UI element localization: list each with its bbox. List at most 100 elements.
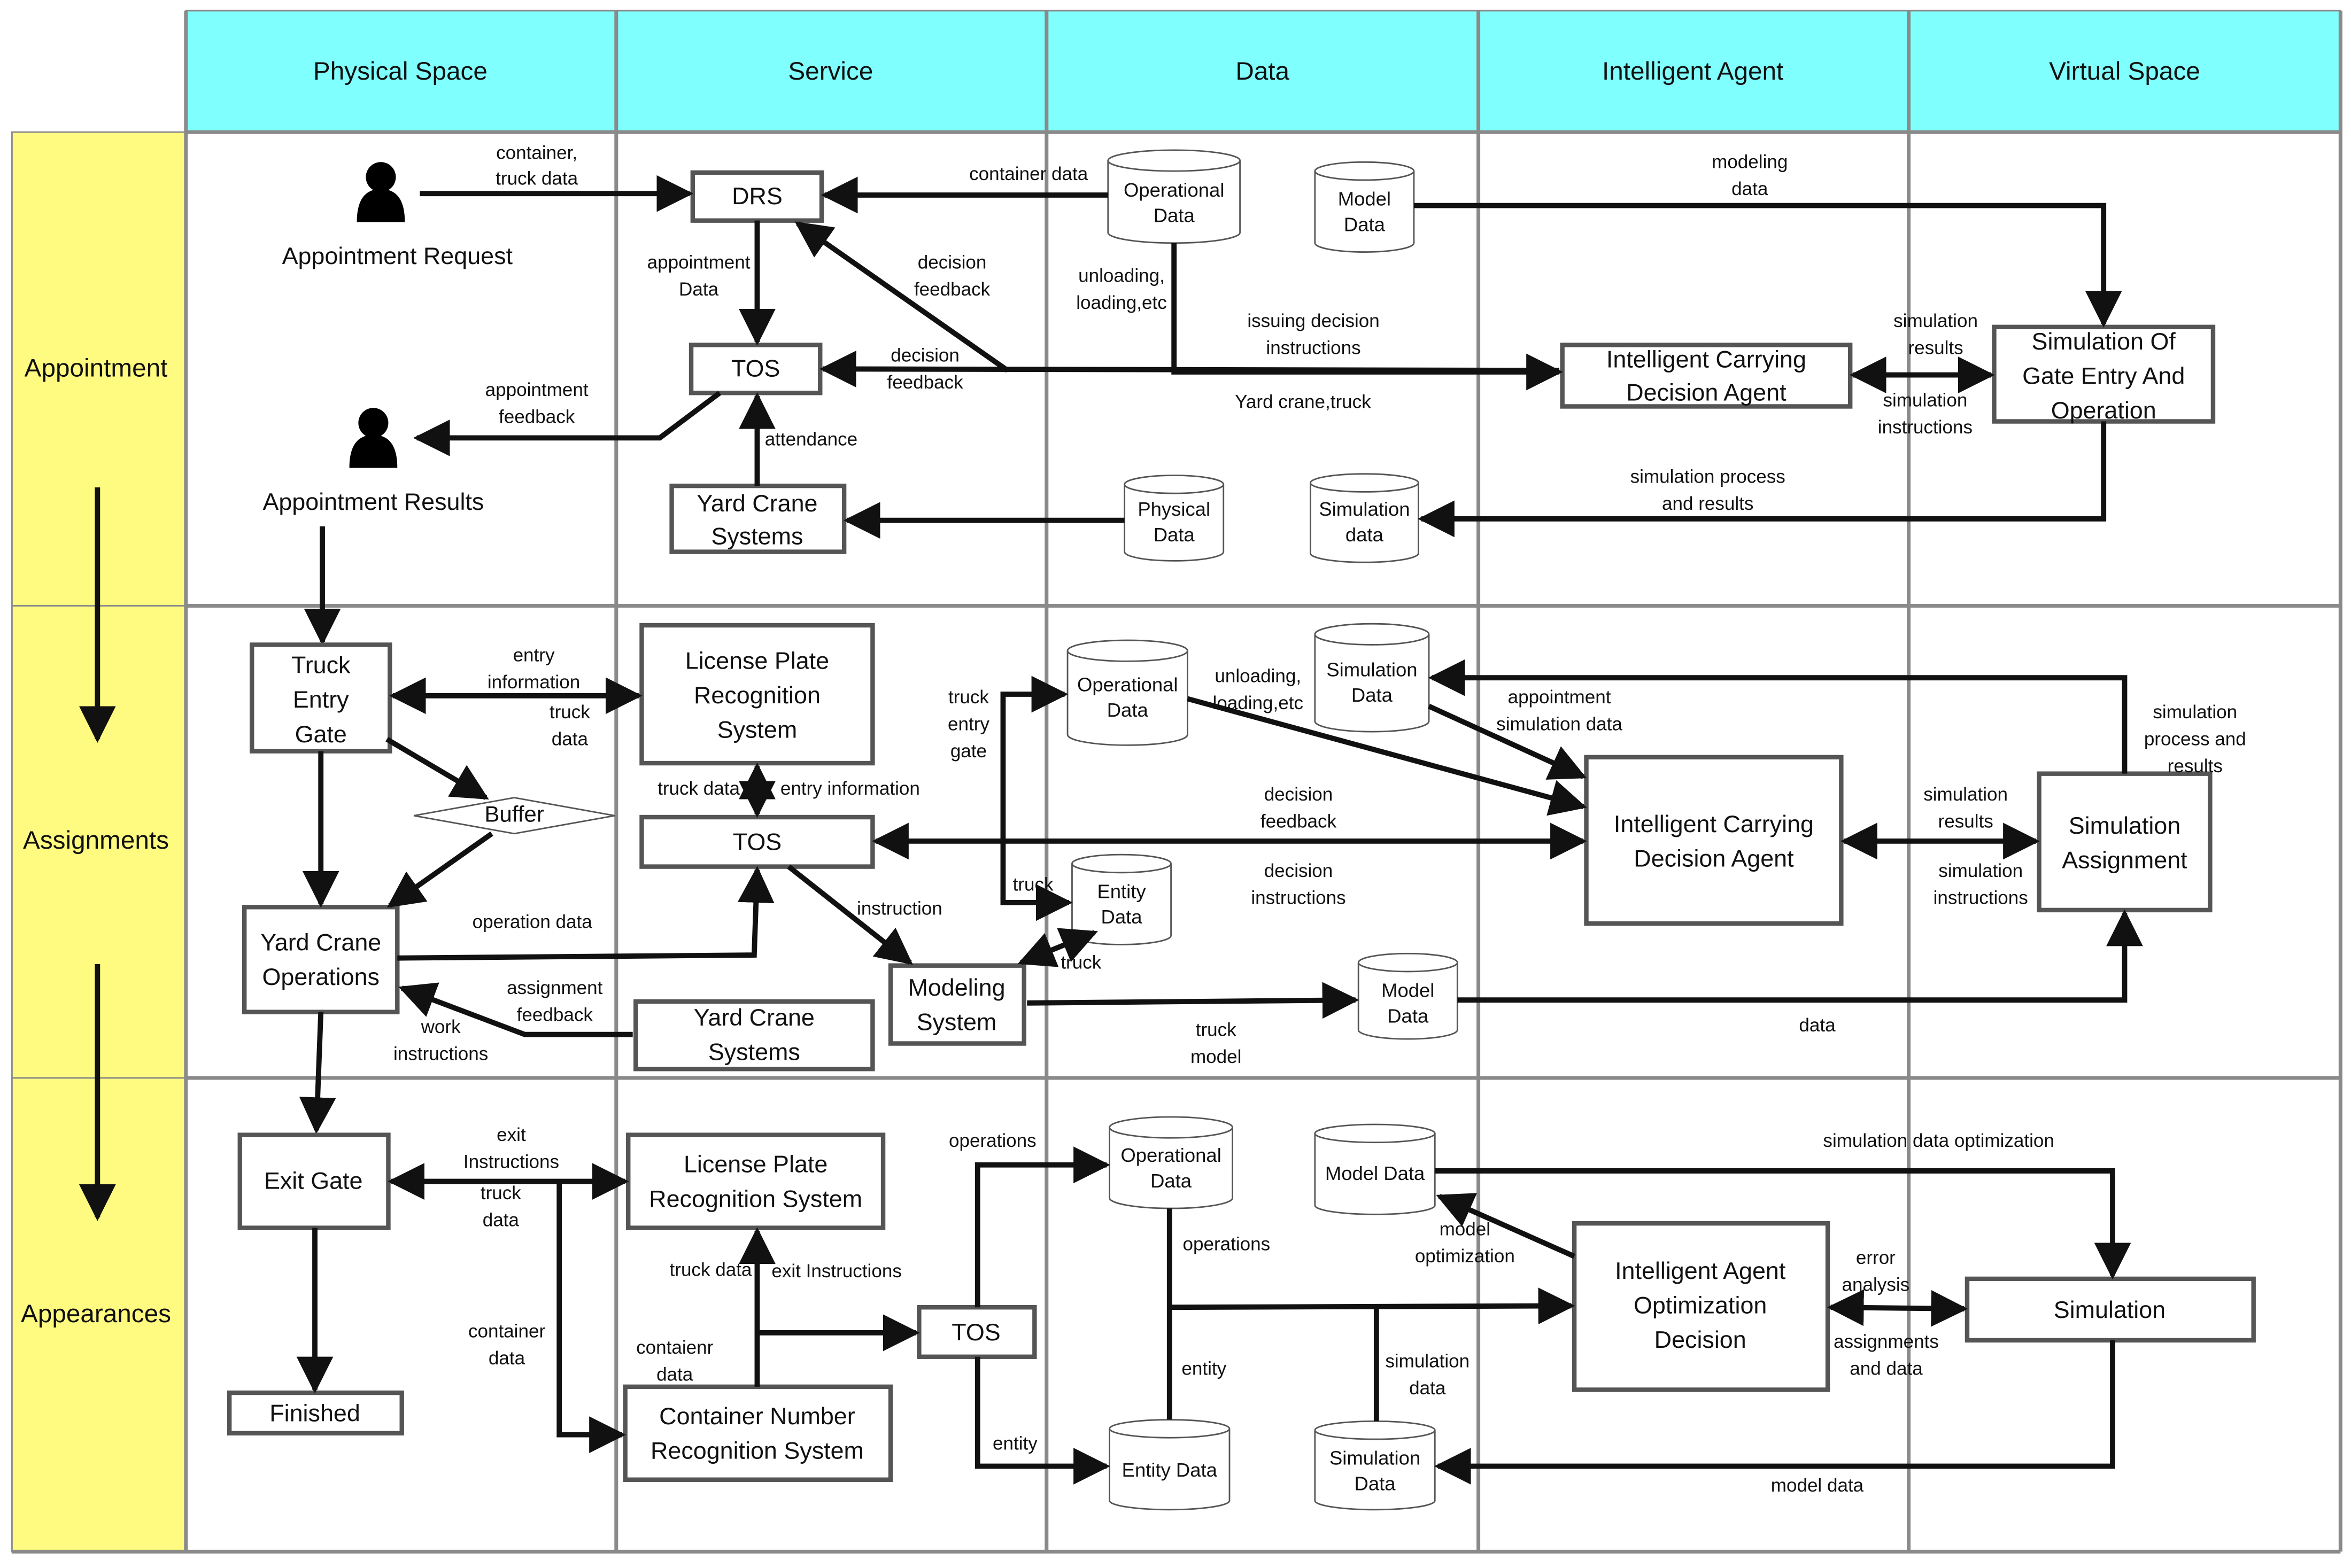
tos-label-2: TOS	[733, 828, 782, 856]
edge-label-truck-data-2: truck data	[658, 778, 740, 799]
appointment-request-label: Appointment Request	[282, 242, 513, 269]
col-header-virtual-space: Virtual Space	[2049, 57, 2200, 86]
tos-label: TOS	[731, 354, 780, 382]
grid-lines	[12, 11, 2342, 1554]
edge-label-truck: truck	[1013, 874, 1054, 895]
col-header-intelligent-agent: Intelligent Agent	[1602, 57, 1783, 86]
edge-label-truck-2: truck	[1061, 952, 1101, 973]
edge-label-attendance: attendance	[765, 429, 857, 449]
edge-label-container-truck-data: container,truck data	[496, 143, 578, 189]
edge-label-entry-information-2: entry information	[780, 778, 920, 799]
appointment-edges	[304, 175, 2122, 646]
finished-label: Finished	[269, 1399, 360, 1426]
simulation-assignment-box	[2037, 771, 2213, 913]
edge-label-operation-data: operation data	[473, 912, 593, 933]
edge-label-unloading-2: unloading,loading,etc	[1213, 666, 1304, 713]
intelligent-carrying-box-2	[1584, 755, 1844, 926]
simulation-label: Simulation	[2054, 1296, 2166, 1323]
appearances-edges	[296, 1146, 2131, 1485]
col-header-data: Data	[1235, 57, 1289, 86]
yard-crane-operations-box	[242, 905, 400, 1014]
row-header-appointment: Appointment	[25, 354, 168, 382]
row-header-assignments: Assignments	[23, 826, 169, 855]
edge-label-operations-2: operations	[1183, 1234, 1271, 1255]
edge-label-instruction: instruction	[857, 898, 942, 919]
simulation-gate-box	[1992, 324, 2216, 424]
edge-label-container-data: container data	[969, 164, 1088, 184]
drs-label: DRS	[732, 182, 783, 209]
edge-label-simulation-data-optimization: simulation data optimization	[1823, 1130, 2054, 1151]
model-data-cylinder-3: Model Data	[1314, 1123, 1436, 1215]
modeling-system-box	[888, 963, 1026, 1046]
exit-gate-label: Exit Gate	[264, 1167, 363, 1194]
col-header-service: Service	[788, 57, 873, 86]
edge-label-unloading: unloading,loading,etc	[1076, 266, 1167, 313]
yard-crane-systems-box-2	[633, 999, 875, 1072]
edge-label-exit-instructions-2: exit Instructions	[771, 1261, 901, 1282]
edge-label-entity: entity	[1181, 1358, 1226, 1379]
svg-text:Entity Data: Entity Data	[1122, 1459, 1218, 1481]
buffer-label: Buffer	[484, 801, 544, 826]
col-header-physical-space: Physical Space	[313, 57, 488, 86]
buffer-diamond	[413, 797, 615, 835]
intelligent-carrying-box-1	[1560, 343, 1853, 409]
lpr-box-2	[626, 1132, 886, 1230]
svg-text:Model Data: Model Data	[1325, 1162, 1425, 1184]
cnr-box	[623, 1384, 893, 1482]
